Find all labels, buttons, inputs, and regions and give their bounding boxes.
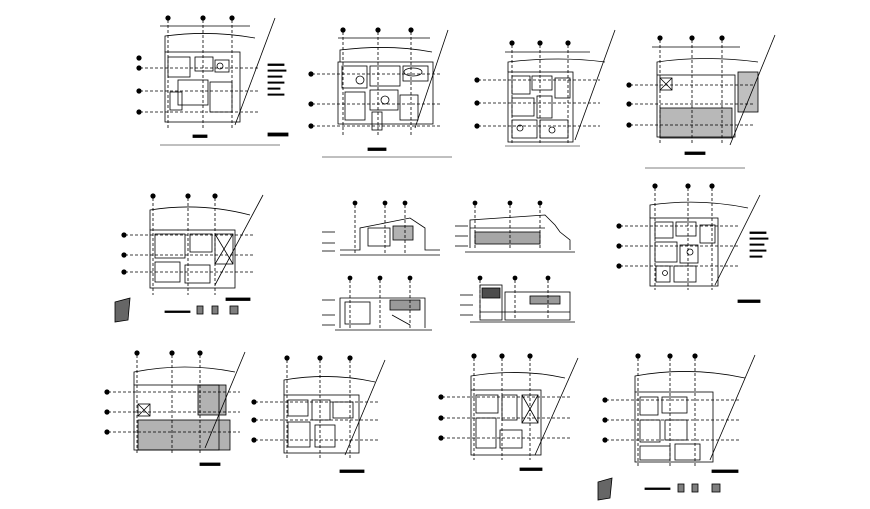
plan-r3-4 [597, 353, 756, 501]
plan-r1-2 [308, 27, 452, 158]
plan-r1-4 [626, 34, 776, 169]
elevation-1 [455, 200, 575, 253]
floor-plan [104, 350, 756, 501]
floor-plan [136, 15, 776, 169]
elevation-2 [460, 275, 575, 323]
section-1 [322, 200, 440, 256]
plan-r3-2 [251, 355, 386, 473]
plan-r3-1 [104, 350, 246, 466]
section-2 [322, 275, 432, 331]
floor-plan [114, 183, 769, 331]
plan-r1-3 [474, 29, 616, 147]
plan-r3-3 [438, 353, 579, 471]
plan-r2-4 [616, 183, 769, 303]
plan-r2-1 [114, 193, 264, 323]
plan-r1-1 [136, 15, 289, 146]
